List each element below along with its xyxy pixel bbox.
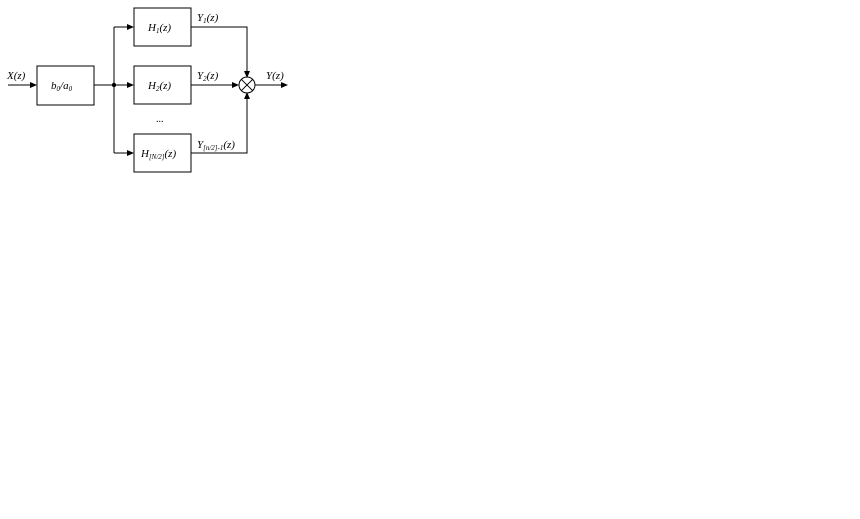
branch-3-arrow [127, 150, 134, 156]
filter-block-3 [133, 133, 192, 173]
filter-label-3: H[N/2](z) [140, 148, 176, 161]
branch-2-arrow [127, 82, 134, 88]
output-label-1: Y1(z) [197, 12, 219, 25]
final-output-label: Y(z) [266, 70, 284, 82]
output-3-arrow [244, 92, 250, 99]
output-label-2: Y2(z) [197, 70, 219, 83]
output-2-arrow [232, 82, 239, 88]
branch-ellipsis: ... [156, 114, 164, 125]
gain-label: b0/a0 [51, 80, 73, 93]
input-label: X(z) [6, 70, 26, 82]
branch-1-arrow [127, 24, 134, 30]
filter-label-2: H2(z) [147, 80, 171, 93]
output-1-wire [191, 26, 248, 72]
input-arrow [30, 82, 37, 88]
filter-block-1 [133, 7, 192, 47]
output-label-3: Y[n/2]-1(z) [197, 139, 235, 152]
output-1-arrow [244, 71, 250, 78]
combiner-junction [238, 76, 256, 94]
filter-label-1: H1(z) [147, 22, 171, 35]
final-output-arrow [281, 82, 288, 88]
output-3-wire [191, 98, 248, 154]
filter-block-2 [133, 65, 192, 105]
